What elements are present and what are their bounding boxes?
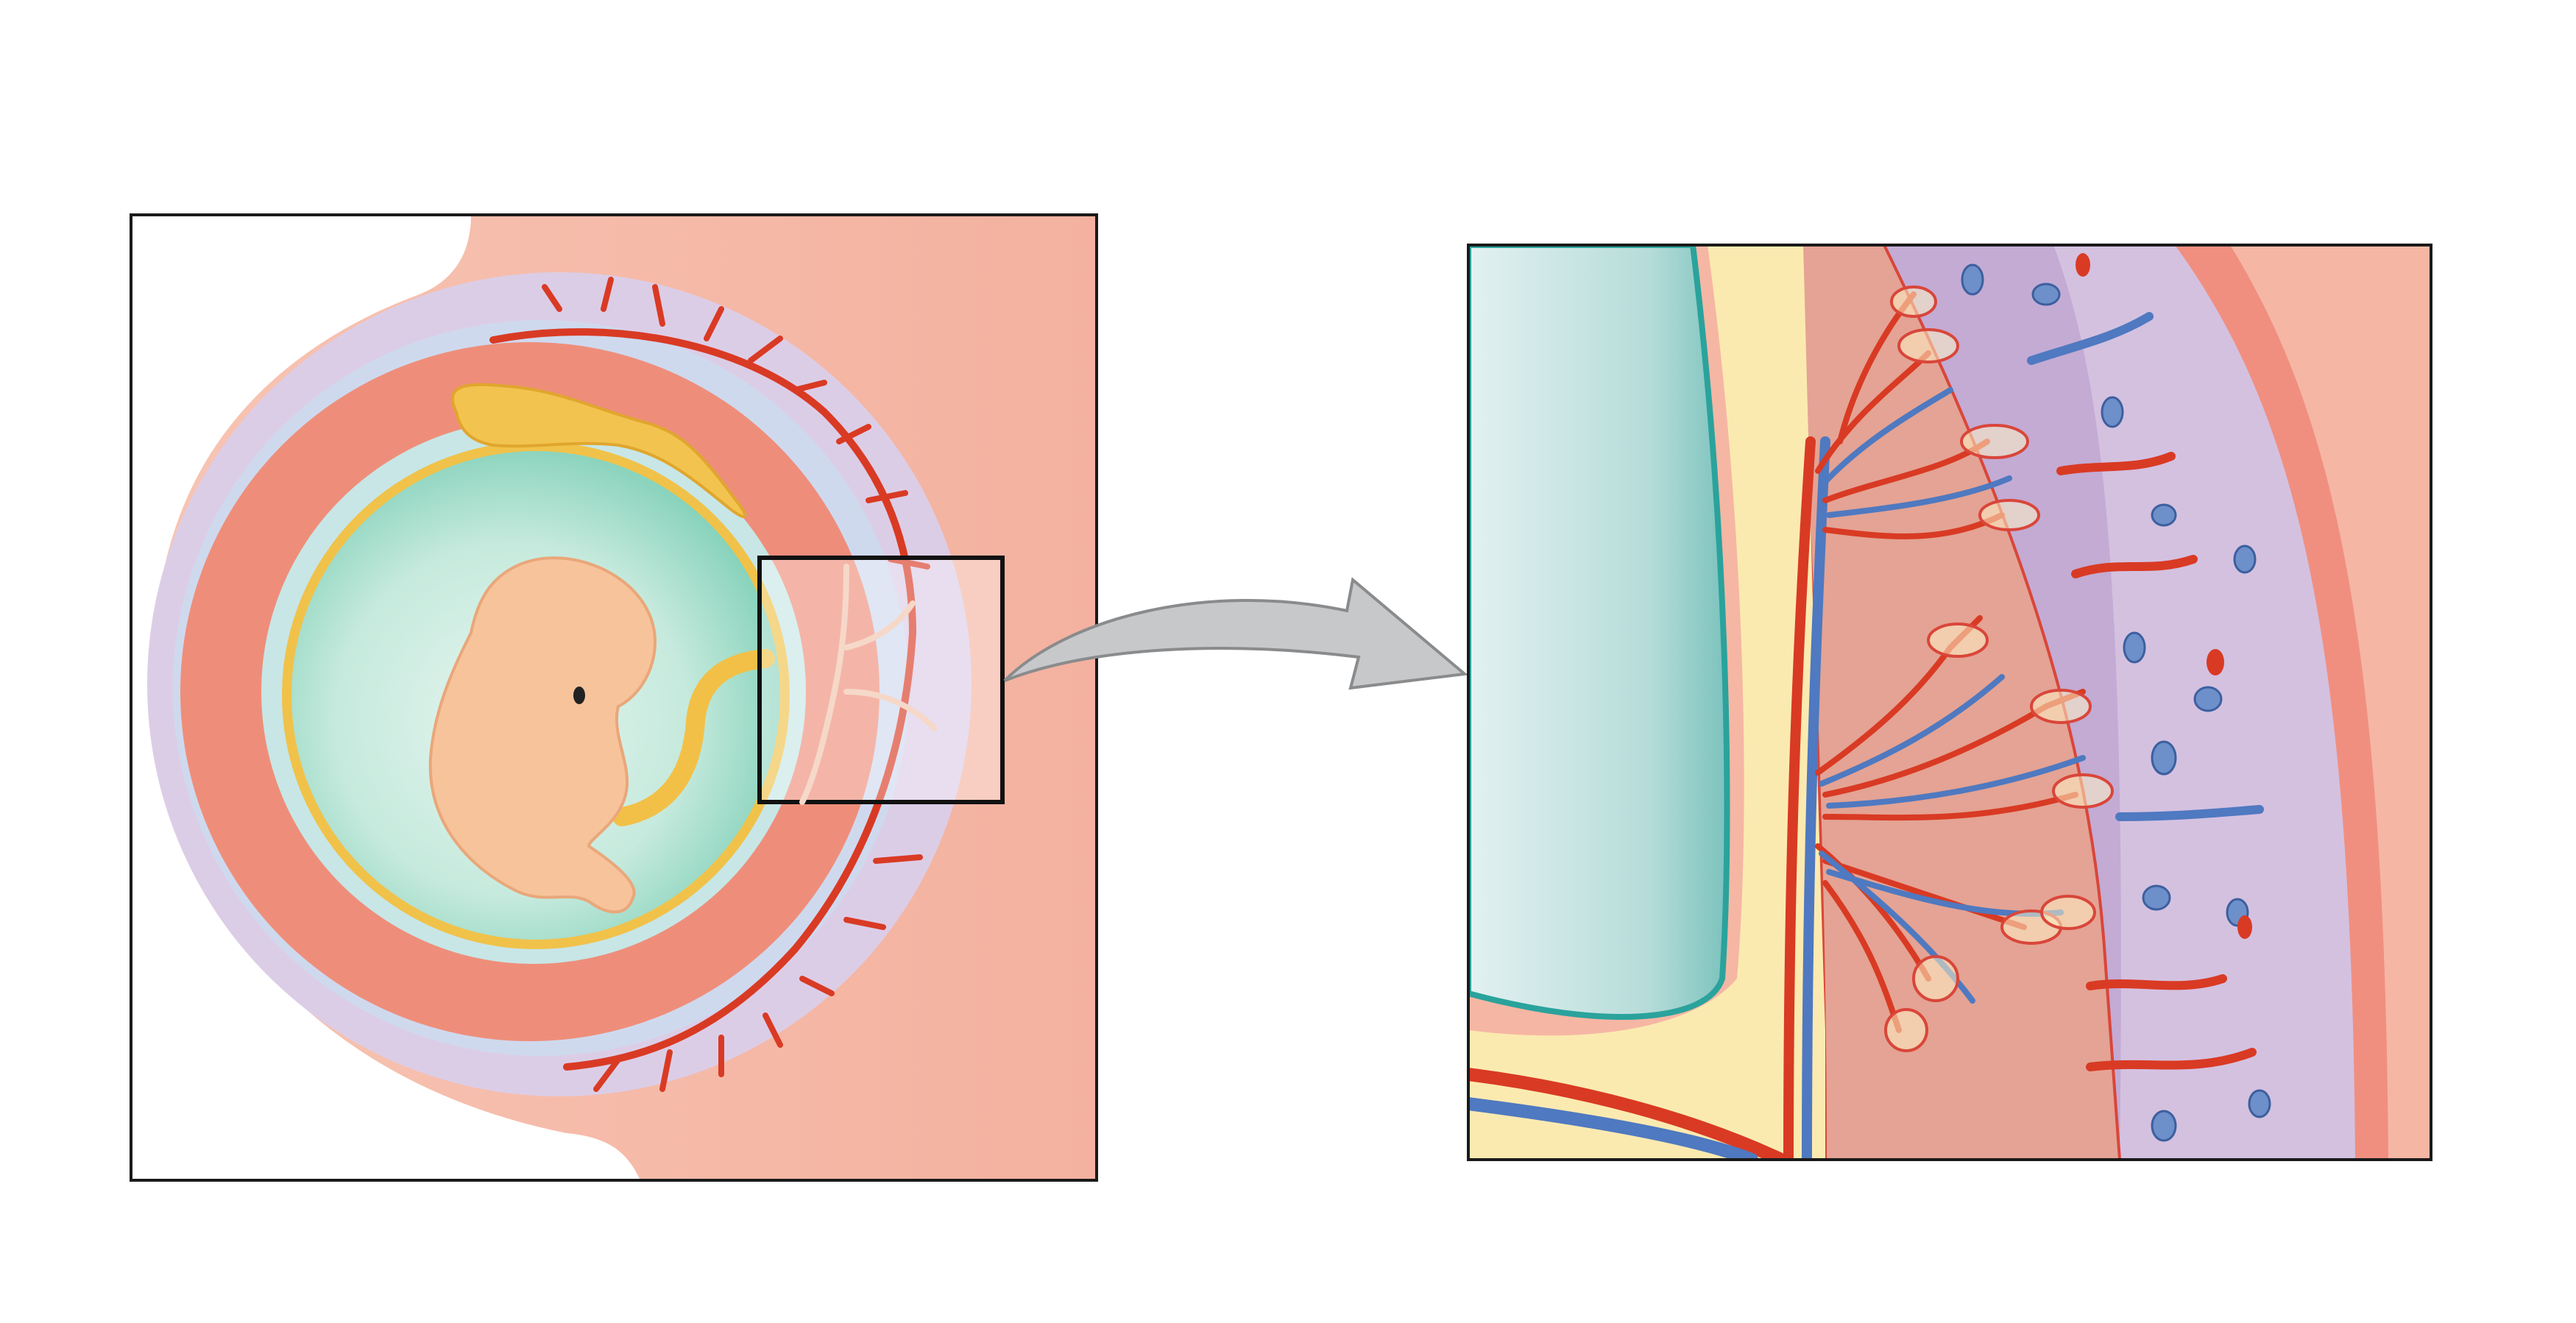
embryo bbox=[428, 556, 657, 914]
detail-panel bbox=[1468, 245, 2431, 1160]
amniotic-sac bbox=[1468, 245, 1730, 1020]
umbilical-cord bbox=[612, 649, 775, 826]
villous-vessels bbox=[1783, 291, 2086, 1160]
overview-panel bbox=[131, 215, 1097, 1180]
yolk-sac bbox=[450, 383, 747, 519]
detail-frame bbox=[1467, 244, 2432, 1161]
zoom-arrow bbox=[1003, 577, 1468, 690]
umbilical-vessels bbox=[1468, 1068, 1788, 1160]
embryo-eye-icon bbox=[573, 687, 585, 704]
decidual-cells bbox=[1961, 263, 2271, 1142]
overview-frame bbox=[130, 213, 1098, 1182]
zoom-region-box bbox=[757, 556, 1005, 804]
chorionic-plate bbox=[1468, 245, 1825, 1160]
maternal-arteries bbox=[489, 277, 930, 1092]
spiral-arteries bbox=[2027, 312, 2264, 1071]
chorionic-villi bbox=[1884, 285, 2114, 1052]
